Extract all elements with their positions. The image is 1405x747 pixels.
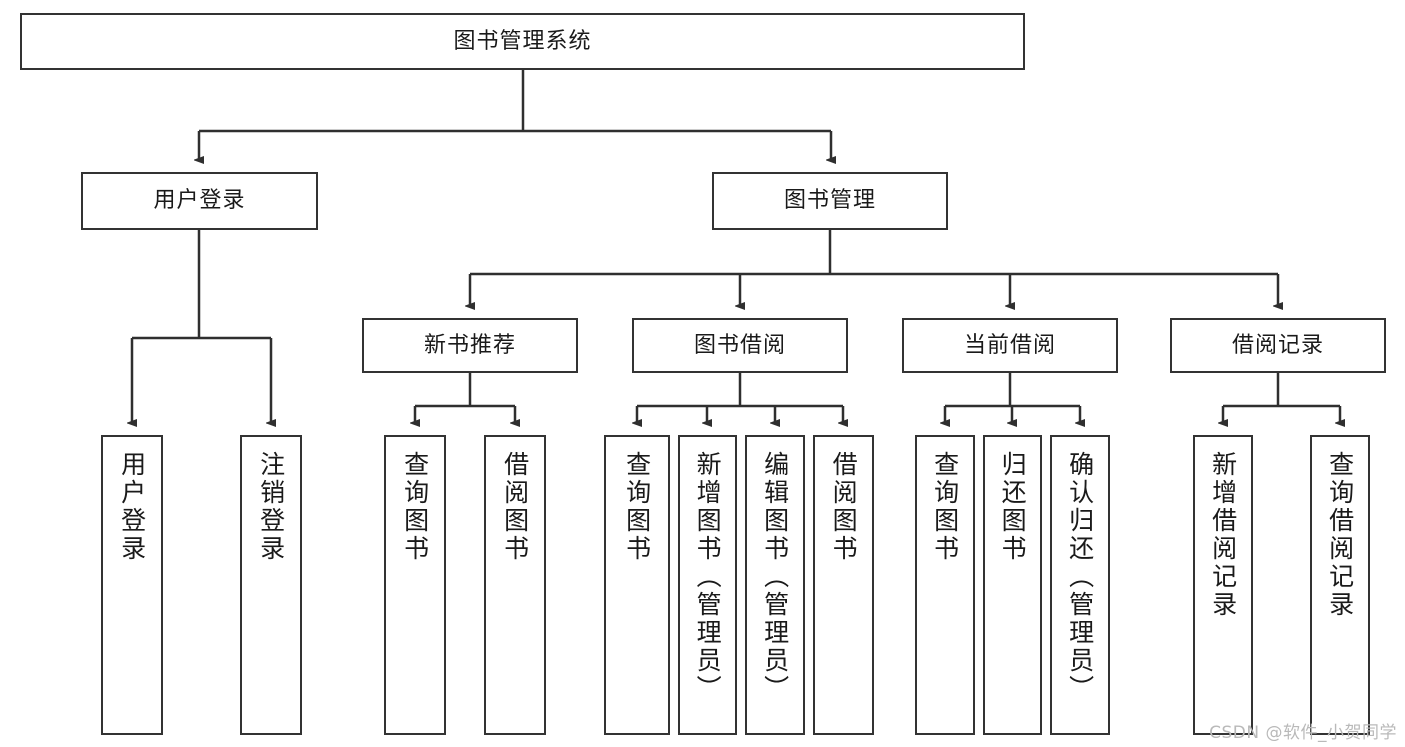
node-leaf-rec-borrow-book[interactable]: 借阅图书 [484,435,546,735]
node-leaf-cur-return-book-label: 归还图书 [998,451,1028,563]
node-leaf-record-search[interactable]: 查询借阅记录 [1310,435,1370,735]
node-borrow-record[interactable]: 借阅记录 [1170,318,1386,373]
node-user-login-label: 用户登录 [153,188,246,214]
node-leaf-user-login-label: 用户登录 [117,451,147,563]
node-leaf-borrow-add-book[interactable]: 新增图书（管理员） [678,435,737,735]
node-root-label: 图书管理系统 [453,28,592,54]
node-book-borrow-label: 图书借阅 [693,332,786,358]
node-leaf-cur-confirm-return[interactable]: 确认归还（管理员） [1050,435,1110,735]
node-leaf-user-logout-label: 注销登录 [256,451,286,563]
node-leaf-borrow-query-book[interactable]: 查询图书 [604,435,670,735]
node-new-book-rec-label: 新书推荐 [423,332,516,358]
node-book-manage-label: 图书管理 [783,188,876,214]
node-leaf-cur-confirm-return-label: 确认归还（管理员） [1065,451,1095,703]
node-current-borrow[interactable]: 当前借阅 [902,318,1118,373]
node-borrow-record-label: 借阅记录 [1231,332,1324,358]
node-leaf-cur-query-book-label: 查询图书 [930,451,960,563]
node-current-borrow-label: 当前借阅 [963,332,1056,358]
node-root[interactable]: 图书管理系统 [20,13,1025,70]
node-leaf-record-add[interactable]: 新增借阅记录 [1193,435,1253,735]
node-leaf-borrow-edit-book[interactable]: 编辑图书（管理员） [745,435,805,735]
node-leaf-user-logout[interactable]: 注销登录 [240,435,302,735]
node-leaf-borrow-add-book-label: 新增图书（管理员） [693,451,723,703]
node-leaf-cur-return-book[interactable]: 归还图书 [983,435,1042,735]
node-leaf-borrow-do-borrow[interactable]: 借阅图书 [813,435,874,735]
node-leaf-rec-query-book[interactable]: 查询图书 [384,435,446,735]
node-leaf-borrow-query-book-label: 查询图书 [622,451,652,563]
node-book-borrow[interactable]: 图书借阅 [632,318,848,373]
node-leaf-record-search-label: 查询借阅记录 [1325,451,1355,619]
node-book-manage[interactable]: 图书管理 [712,172,948,230]
node-leaf-cur-query-book[interactable]: 查询图书 [915,435,975,735]
node-leaf-record-add-label: 新增借阅记录 [1208,451,1238,619]
node-new-book-rec[interactable]: 新书推荐 [362,318,578,373]
node-user-login[interactable]: 用户登录 [81,172,318,230]
node-leaf-user-login[interactable]: 用户登录 [101,435,163,735]
node-leaf-rec-query-book-label: 查询图书 [400,451,430,563]
node-leaf-borrow-do-borrow-label: 借阅图书 [829,451,859,563]
node-leaf-borrow-edit-book-label: 编辑图书（管理员） [760,451,790,703]
node-leaf-rec-borrow-book-label: 借阅图书 [500,451,530,563]
watermark-text: CSDN @软件_小贺同学 [1209,723,1397,743]
